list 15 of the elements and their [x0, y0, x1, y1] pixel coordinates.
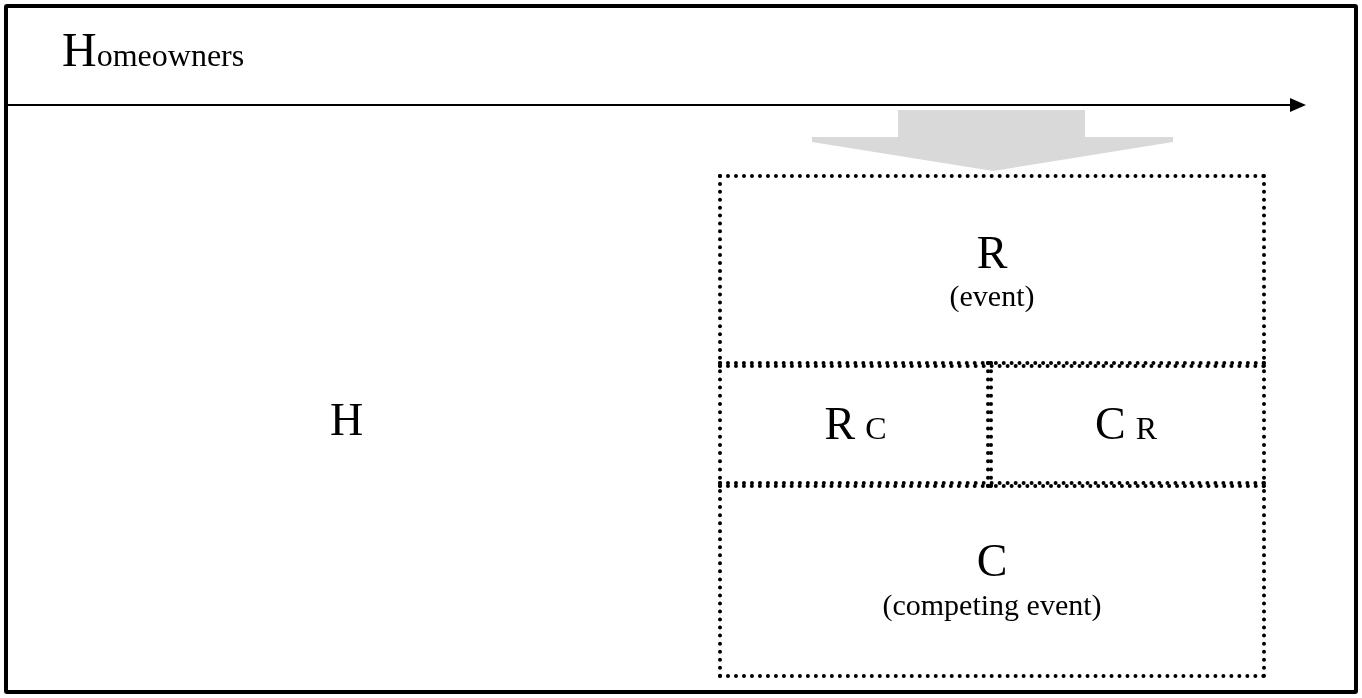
heading: Homeowners: [62, 22, 245, 77]
variable-label: H: [330, 395, 364, 446]
variable-label: C: [1095, 399, 1126, 450]
description-label: (competing event): [882, 586, 1102, 623]
dotted-box: [718, 174, 1266, 368]
variable-label: R: [976, 227, 1008, 279]
dotted-box: [986, 361, 1266, 488]
dotted-box: [718, 361, 993, 488]
variable-label: R: [824, 399, 856, 450]
frame-box: [4, 4, 1358, 694]
subscript-label: R: [1135, 410, 1157, 448]
variable-label: C: [976, 536, 1008, 587]
description-label: (event): [949, 278, 1035, 315]
subscript-label: C: [865, 410, 887, 448]
dotted-box: [718, 481, 1266, 678]
